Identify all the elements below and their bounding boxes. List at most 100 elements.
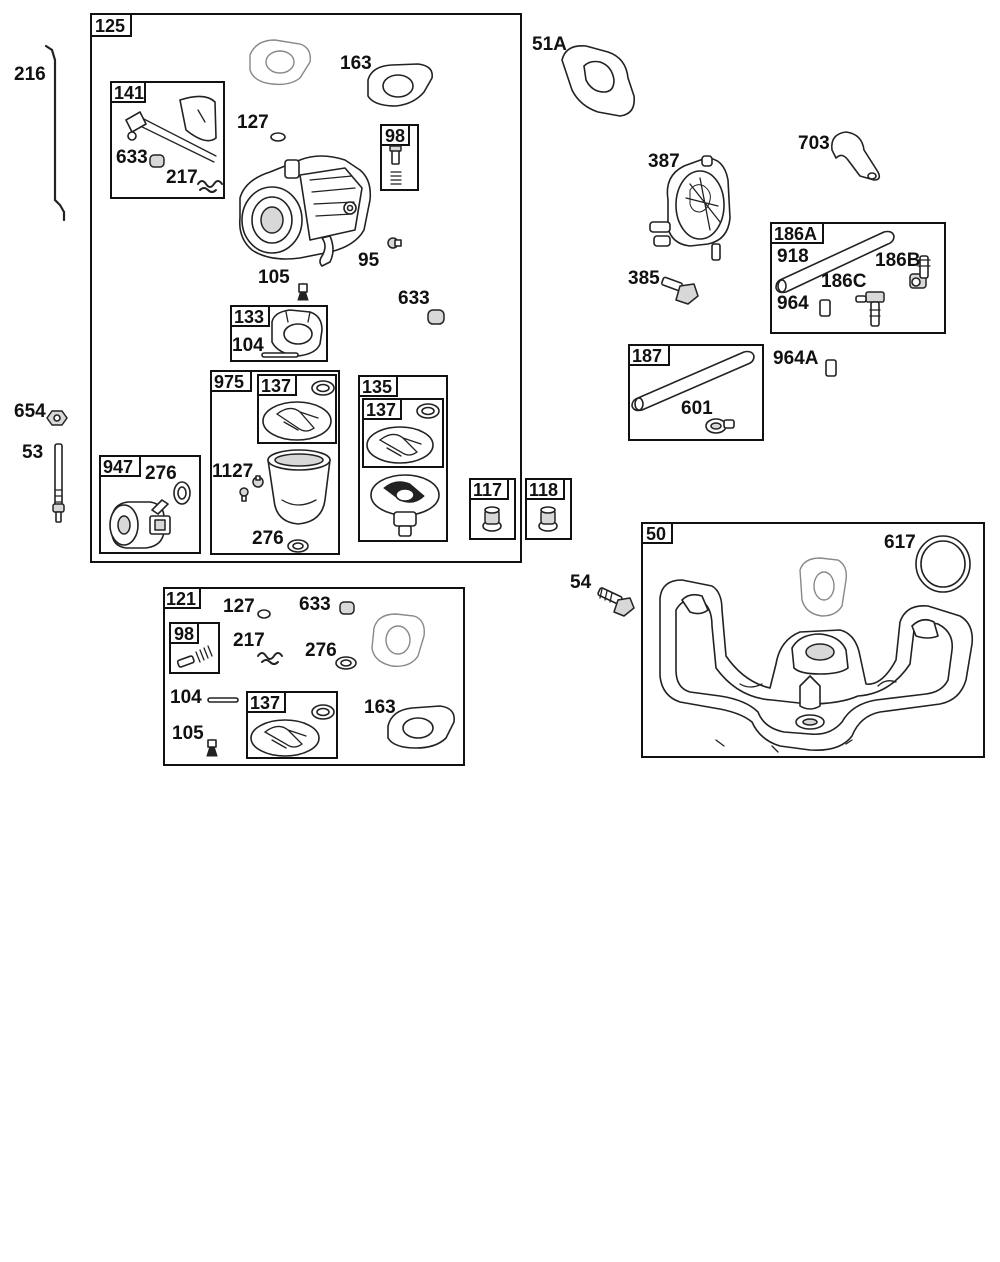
screw-385-part	[660, 276, 699, 305]
callout-217-box141: 217	[166, 167, 198, 188]
o-ring-276-c-part	[335, 656, 357, 670]
box-975-frame	[210, 370, 340, 555]
callout-918: 918	[777, 246, 809, 267]
o-ring-276-b-part	[173, 481, 191, 505]
callout-51a: 51A	[532, 34, 567, 55]
callout-964a: 964A	[773, 348, 819, 369]
callout-703: 703	[798, 133, 830, 154]
callout-1127: 1127	[212, 461, 253, 482]
screw-98-bottom-part	[176, 645, 213, 668]
box-187-tag: 187	[628, 344, 670, 366]
box-125-tag: 125	[90, 13, 132, 37]
box-135-tag: 135	[358, 375, 398, 397]
bushing-633-a-part	[149, 154, 165, 168]
float-133-part	[261, 309, 323, 358]
svg-text:186A: 186A	[774, 224, 817, 244]
box-137-b-frame	[362, 398, 444, 468]
choke-shaft-part	[125, 95, 217, 163]
callout-95: 95	[358, 250, 380, 271]
gasket-163-part	[367, 63, 434, 107]
box-118-tag: 118	[525, 478, 565, 500]
o-ring-127-part	[270, 132, 286, 142]
o-ring-127-b-part	[257, 609, 271, 619]
intake-manifold-50-part	[659, 579, 974, 753]
box-186a-tag: 186A	[770, 222, 824, 244]
box-50-tag: 50	[641, 522, 673, 544]
screw-95-part	[387, 237, 402, 249]
box-121-frame	[163, 587, 465, 766]
svg-text:137: 137	[366, 400, 396, 420]
callout-216: 216	[14, 64, 46, 85]
spring-217-b-part	[257, 652, 283, 665]
needle-105-top-part	[297, 282, 309, 301]
box-117-tag: 117	[469, 478, 509, 500]
svg-text:118: 118	[529, 480, 558, 500]
callout-105-box121: 105	[172, 723, 204, 744]
bushing-633-b-part	[427, 309, 445, 325]
svg-text:98: 98	[174, 624, 194, 644]
callout-654: 654	[14, 401, 46, 422]
svg-text:117: 117	[473, 480, 502, 500]
callout-104-box133: 104	[232, 335, 264, 356]
callout-127-top: 127	[237, 112, 269, 133]
box-975-tag: 975	[210, 370, 252, 392]
box-947-frame	[99, 455, 201, 554]
callout-53: 53	[22, 442, 43, 463]
jet-118-part	[538, 506, 558, 532]
gasket-137-a-part	[262, 380, 335, 441]
callout-633-box141: 633	[116, 147, 148, 168]
svg-text:137: 137	[250, 693, 280, 713]
box-137-c-frame	[246, 691, 338, 759]
svg-text:135: 135	[362, 377, 392, 397]
svg-text:50: 50	[646, 524, 666, 544]
clamp-703-part	[830, 131, 881, 181]
float-bowl-part	[267, 449, 331, 525]
box-141-tag: 141	[110, 81, 146, 103]
box-137-c-tag: 137	[246, 691, 286, 713]
svg-text:98: 98	[385, 126, 405, 146]
bolt-54-part	[597, 587, 635, 617]
stud-part	[52, 443, 65, 523]
box-947-tag: 947	[99, 455, 141, 477]
callout-186b: 186B	[875, 250, 920, 271]
fuel-pump-387-part	[649, 155, 731, 261]
svg-text:137: 137	[261, 376, 291, 396]
fitting-186c-part	[855, 291, 885, 327]
carburetor-part	[238, 155, 372, 267]
needle-105-b-part	[206, 738, 218, 757]
callout-54: 54	[570, 572, 592, 593]
callout-105-top: 105	[258, 267, 290, 288]
gasket-617-part	[915, 535, 971, 593]
box-137-b-tag: 137	[362, 398, 402, 420]
callout-217-box121: 217	[233, 630, 265, 651]
callout-633-box121: 633	[299, 594, 331, 615]
callout-127-box121: 127	[223, 596, 255, 617]
callout-104-box121: 104	[170, 687, 202, 708]
box-141-frame	[110, 81, 225, 199]
box-121-tag: 121	[163, 587, 201, 609]
fuel-line-187-part	[631, 350, 755, 412]
gasket-137-b-part	[366, 403, 440, 464]
svg-text:947: 947	[103, 457, 133, 477]
screw-1127-part	[239, 475, 264, 502]
pin-104-b-part	[207, 697, 239, 703]
clamp-601-part	[705, 418, 735, 434]
gasket-137-c-part	[250, 704, 335, 757]
svg-text:121: 121	[166, 589, 196, 609]
callout-633-right: 633	[398, 288, 430, 309]
box-133-tag: 133	[230, 305, 270, 327]
svg-text:141: 141	[114, 83, 144, 103]
callout-387: 387	[648, 151, 680, 172]
svg-text:187: 187	[632, 346, 662, 366]
gasket-50-ghost-part	[799, 557, 848, 617]
callout-163-box121: 163	[364, 697, 396, 718]
box-50-frame	[641, 522, 985, 758]
clip-964-part	[819, 299, 831, 317]
callout-601: 601	[681, 398, 713, 419]
box-135-frame	[358, 375, 448, 542]
callout-186c: 186C	[821, 271, 867, 292]
callout-276-box121: 276	[305, 640, 337, 661]
gasket-51a-part	[561, 44, 636, 117]
gasket-ghost-121-part	[371, 613, 425, 667]
